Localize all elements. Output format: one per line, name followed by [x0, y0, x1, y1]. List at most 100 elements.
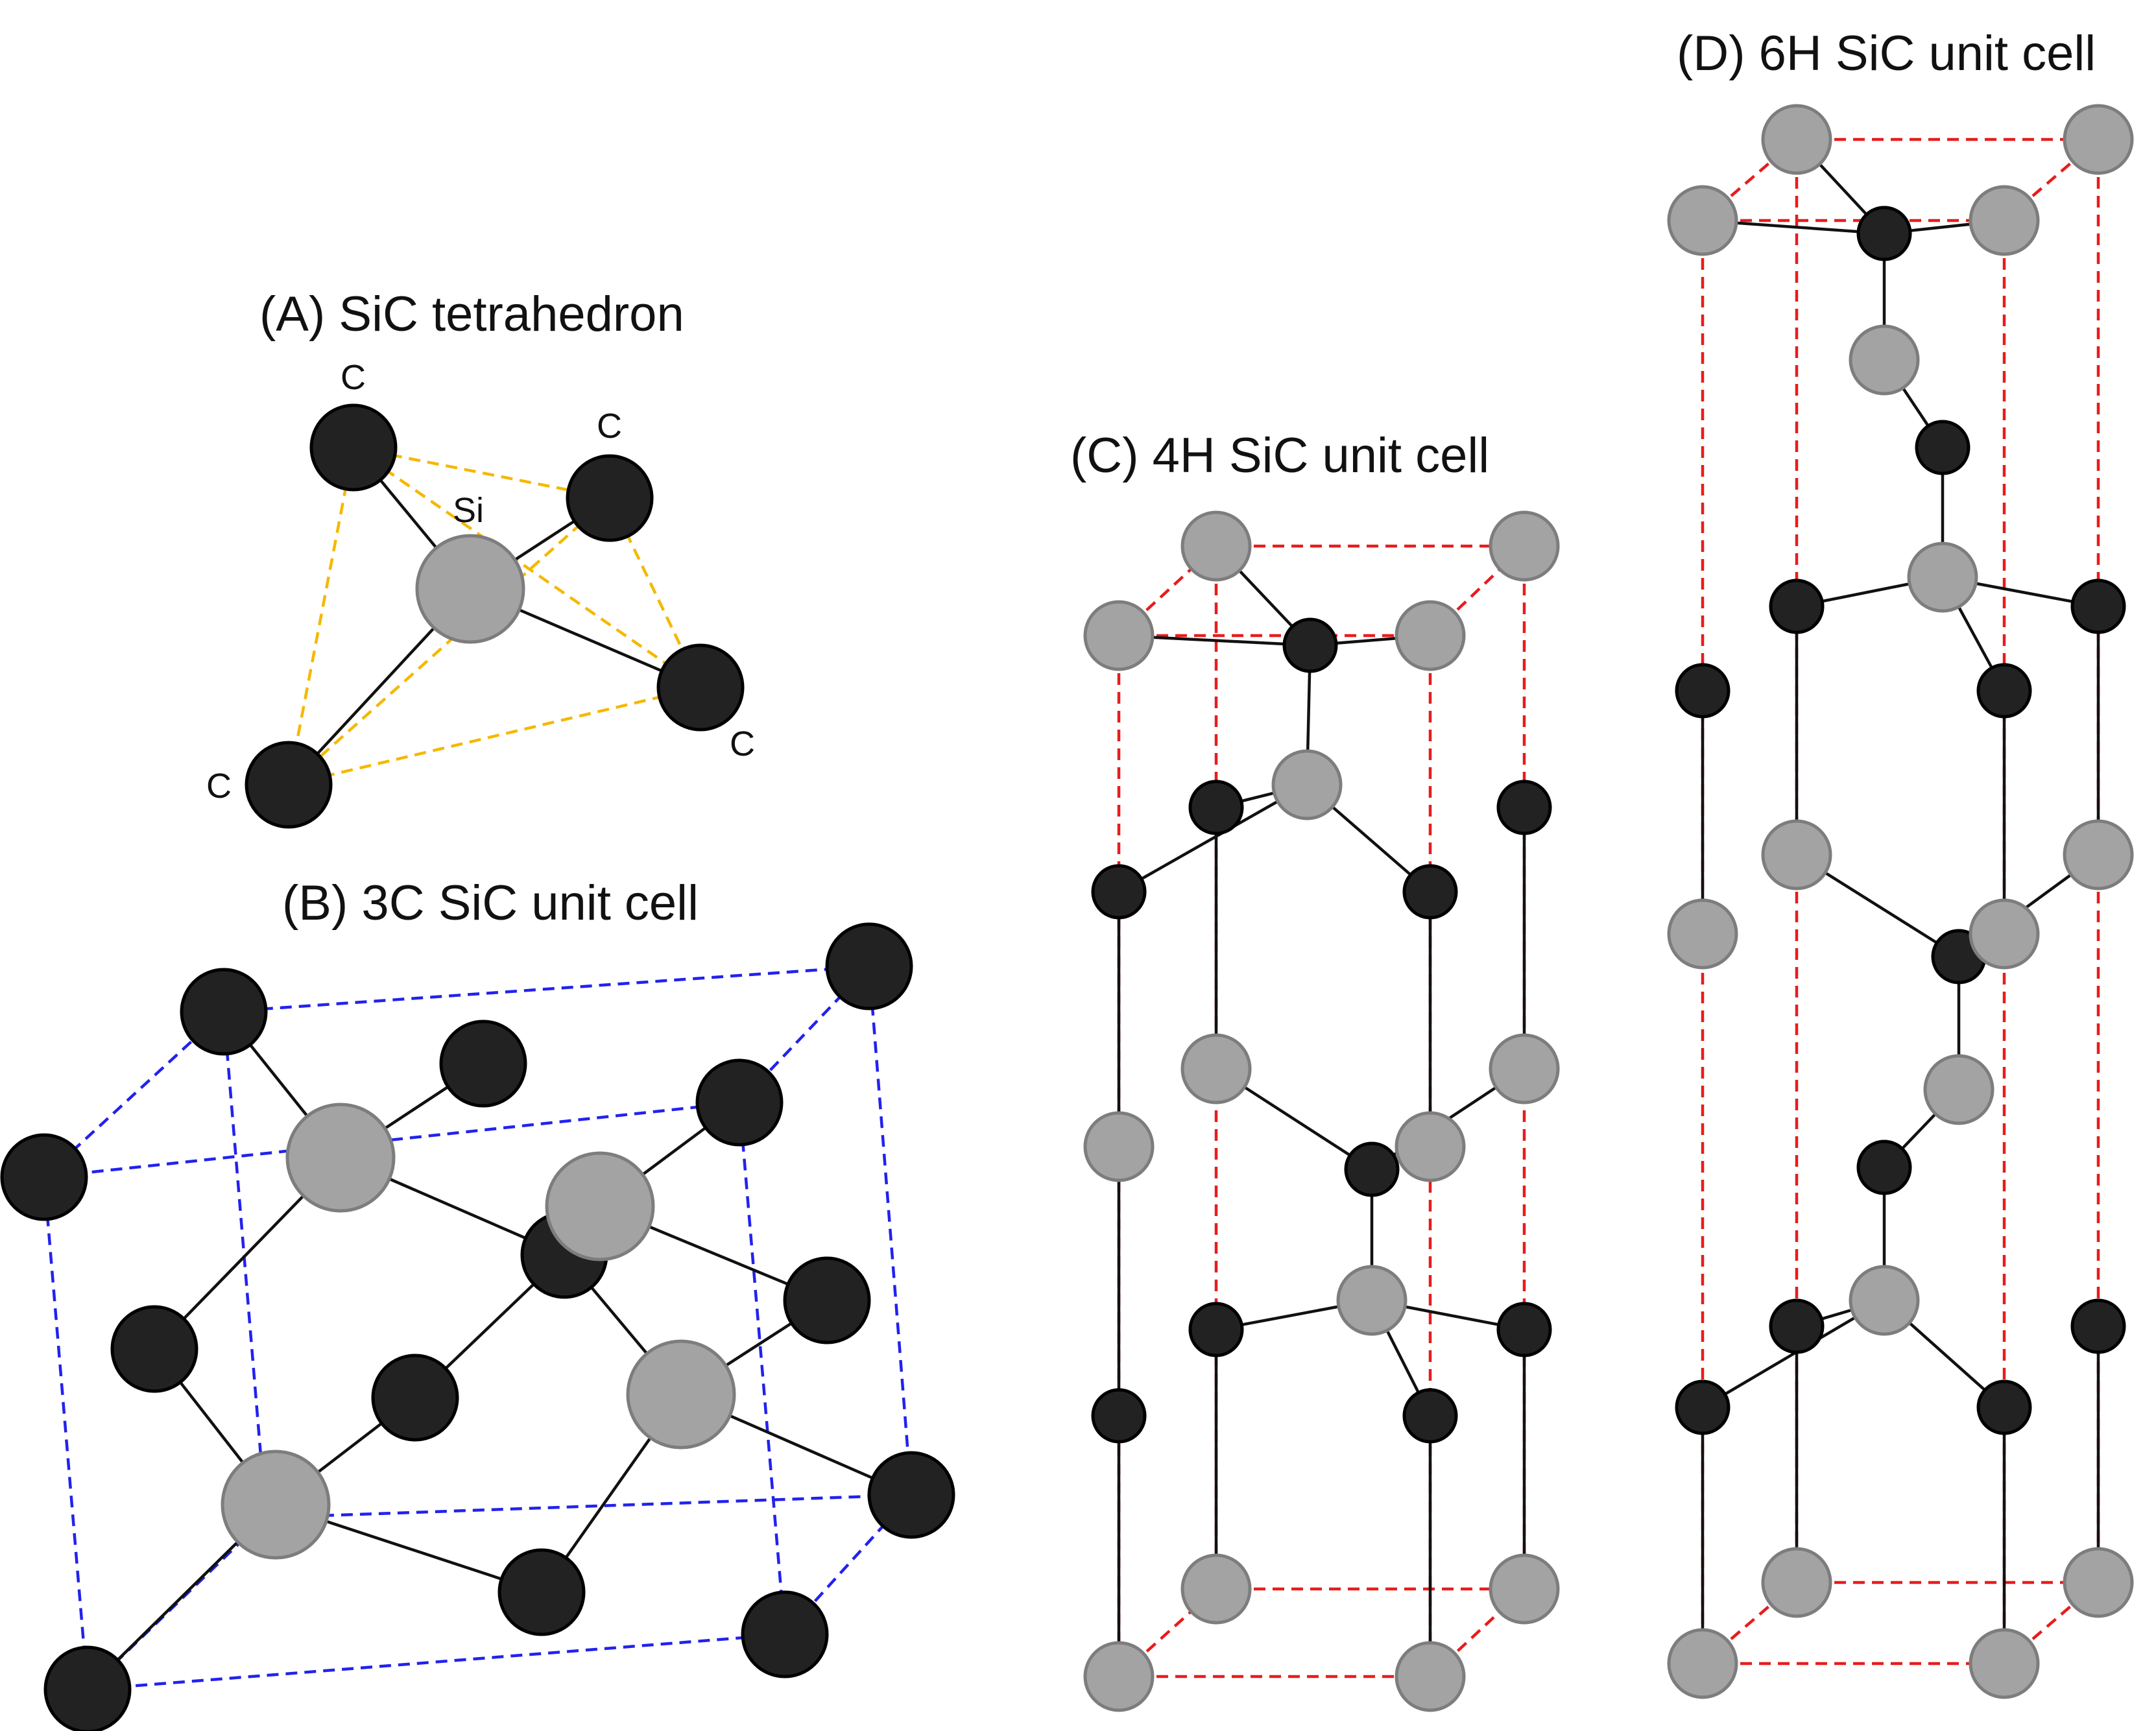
carbon-atom [656, 643, 745, 732]
panel-d-6h-unit-cell: (D) 6H SiC unit cell [1667, 26, 2134, 1699]
carbon-atom [1496, 1302, 1552, 1357]
silicon-atom [1761, 819, 1832, 890]
panel-a-title: (A) SiC tetrahedron [259, 287, 684, 342]
silicon-atom [1180, 1033, 1252, 1104]
panel-a-tetrahedron: (A) SiC tetrahedron C C Si C C [206, 287, 755, 829]
tetra-edge [287, 447, 355, 785]
silicon-atom [1083, 1111, 1155, 1182]
silicon-atom [1395, 1111, 1466, 1182]
silicon-atom [1923, 1054, 1994, 1125]
silicon-atom [1489, 510, 1560, 582]
carbon-atom [1188, 780, 1244, 835]
atom-label-si: Si [453, 491, 484, 530]
carbon-atom [110, 1305, 198, 1393]
carbon-atom [1402, 864, 1458, 920]
carbon-atom [825, 922, 913, 1010]
panel-c-title: (C) 4H SiC unit cell [1070, 428, 1489, 483]
silicon-atom [1395, 600, 1466, 671]
carbon-atom [1976, 1379, 2032, 1435]
silicon-atom [1969, 898, 2040, 970]
silicon-atom [545, 1151, 655, 1261]
carbon-atom [1091, 864, 1147, 920]
atom-label-c: C [730, 724, 755, 763]
carbon-atom [1915, 420, 1970, 475]
silicon-atom [1667, 898, 1738, 970]
silicon-atom [415, 534, 525, 644]
panel-b-3c-unit-cell: (B) 3C SiC unit cell [0, 876, 955, 1731]
carbon-atom [2070, 1298, 2126, 1354]
silicon-atom [1336, 1265, 1407, 1336]
cell-edge [737, 1102, 787, 1635]
silicon-atom [1761, 1547, 1832, 1618]
tetra-edge [352, 446, 702, 689]
carbon-atom [43, 1645, 132, 1731]
carbon-atom [1188, 1302, 1244, 1357]
carbon-atom [1402, 1388, 1458, 1444]
carbon-atom [1675, 1379, 1731, 1435]
silicon-atom [2063, 819, 2134, 890]
silicon-atom [1180, 1553, 1252, 1625]
panel-b-title: (B) 3C SiC unit cell [282, 876, 699, 931]
atom-label-c: C [597, 407, 622, 446]
hexagonal-cell-edges-4h [1117, 544, 1526, 1678]
carbon-atom [1675, 663, 1731, 719]
carbon-atom [180, 968, 268, 1056]
silicon-atom [1489, 1553, 1560, 1625]
silicon-atom [221, 1450, 331, 1560]
carbon-atom [695, 1058, 784, 1147]
cell-edge [87, 1632, 785, 1691]
carbon-atom [1496, 780, 1552, 835]
silicon-atom [1969, 1628, 2040, 1699]
panel-c-4h-unit-cell: (C) 4H SiC unit cell [1070, 428, 1560, 1712]
silicon-atom [1083, 1641, 1155, 1712]
carbon-atom [245, 741, 333, 829]
silicon-atom [1849, 324, 1920, 396]
cell-edge [222, 1011, 268, 1518]
silicon-atom [626, 1339, 736, 1450]
carbon-atom [439, 1020, 527, 1108]
atom-label-c: C [206, 767, 232, 806]
silicon-atom [1395, 1641, 1466, 1712]
carbon-atom [1769, 579, 1825, 634]
tetra-edge [288, 686, 701, 787]
cell-edge [867, 966, 913, 1496]
panel-d-title: (D) 6H SiC unit cell [1677, 26, 2096, 81]
carbon-atom [1091, 1388, 1147, 1444]
silicon-atom [1180, 510, 1252, 582]
carbon-atom [741, 1590, 829, 1678]
carbon-atom [497, 1548, 586, 1636]
silicon-atom [1083, 600, 1155, 671]
silicon-atom [1489, 1033, 1560, 1104]
carbon-atom [1282, 617, 1338, 673]
silicon-atom [1761, 104, 1832, 175]
carbon-atom [2070, 579, 2126, 634]
carbon-atom [783, 1256, 871, 1344]
cell-edge [223, 964, 870, 1014]
silicon-atom [1907, 542, 1978, 613]
carbon-atom [1769, 1298, 1825, 1354]
carbon-atom [566, 454, 654, 542]
cell-edge [42, 1176, 90, 1690]
silicon-atom [1667, 185, 1738, 256]
silicon-atom [1667, 1628, 1738, 1699]
silicon-atom [285, 1103, 396, 1213]
silicon-atom [1271, 749, 1343, 820]
cell-edge [265, 1493, 912, 1520]
carbon-atom [1344, 1141, 1400, 1197]
carbon-atom [867, 1451, 955, 1539]
tetra-edge [287, 497, 611, 786]
silicon-atom [2063, 104, 2134, 175]
carbon-atom [309, 403, 398, 492]
si-c-bond [1118, 783, 1308, 893]
silicon-atom [1849, 1265, 1920, 1336]
carbon-atom [1976, 663, 2032, 719]
carbon-atom [1856, 1140, 1912, 1195]
bonds-4h [1117, 545, 1526, 1677]
silicon-atom [1969, 185, 2040, 256]
carbon-atom [0, 1133, 88, 1221]
atom-label-c: C [341, 358, 366, 397]
carbon-atom [1856, 206, 1912, 261]
carbon-atom [371, 1354, 459, 1442]
silicon-atom [2063, 1547, 2134, 1618]
